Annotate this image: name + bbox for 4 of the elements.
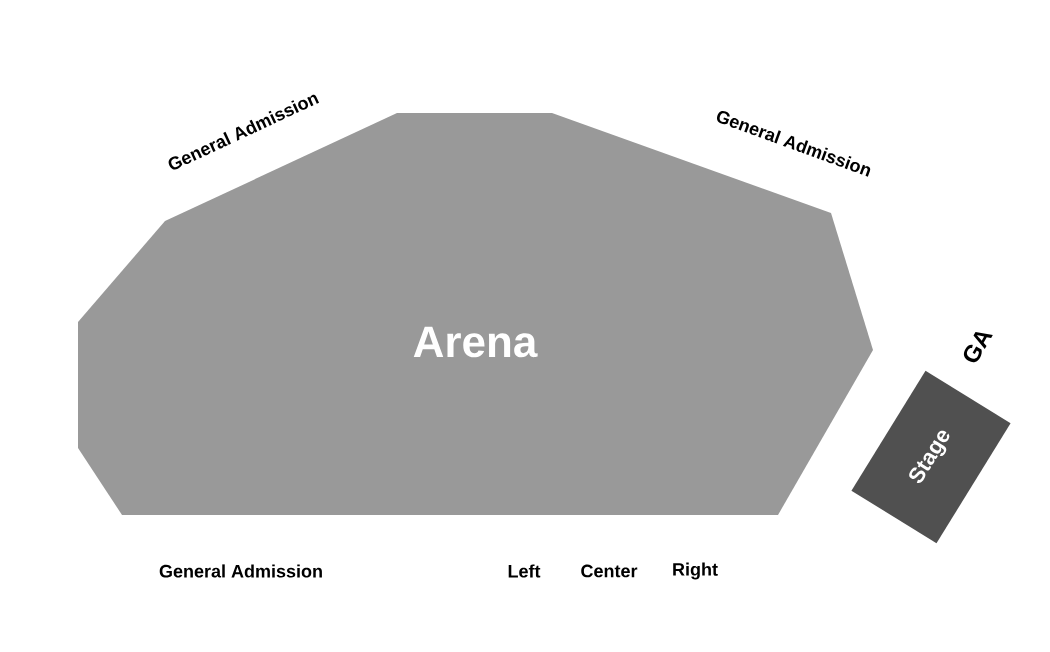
section-label: Center xyxy=(581,564,638,578)
section-label: Right xyxy=(673,562,718,580)
section-label: General Admission xyxy=(159,564,322,578)
section-label: Left xyxy=(508,564,541,578)
